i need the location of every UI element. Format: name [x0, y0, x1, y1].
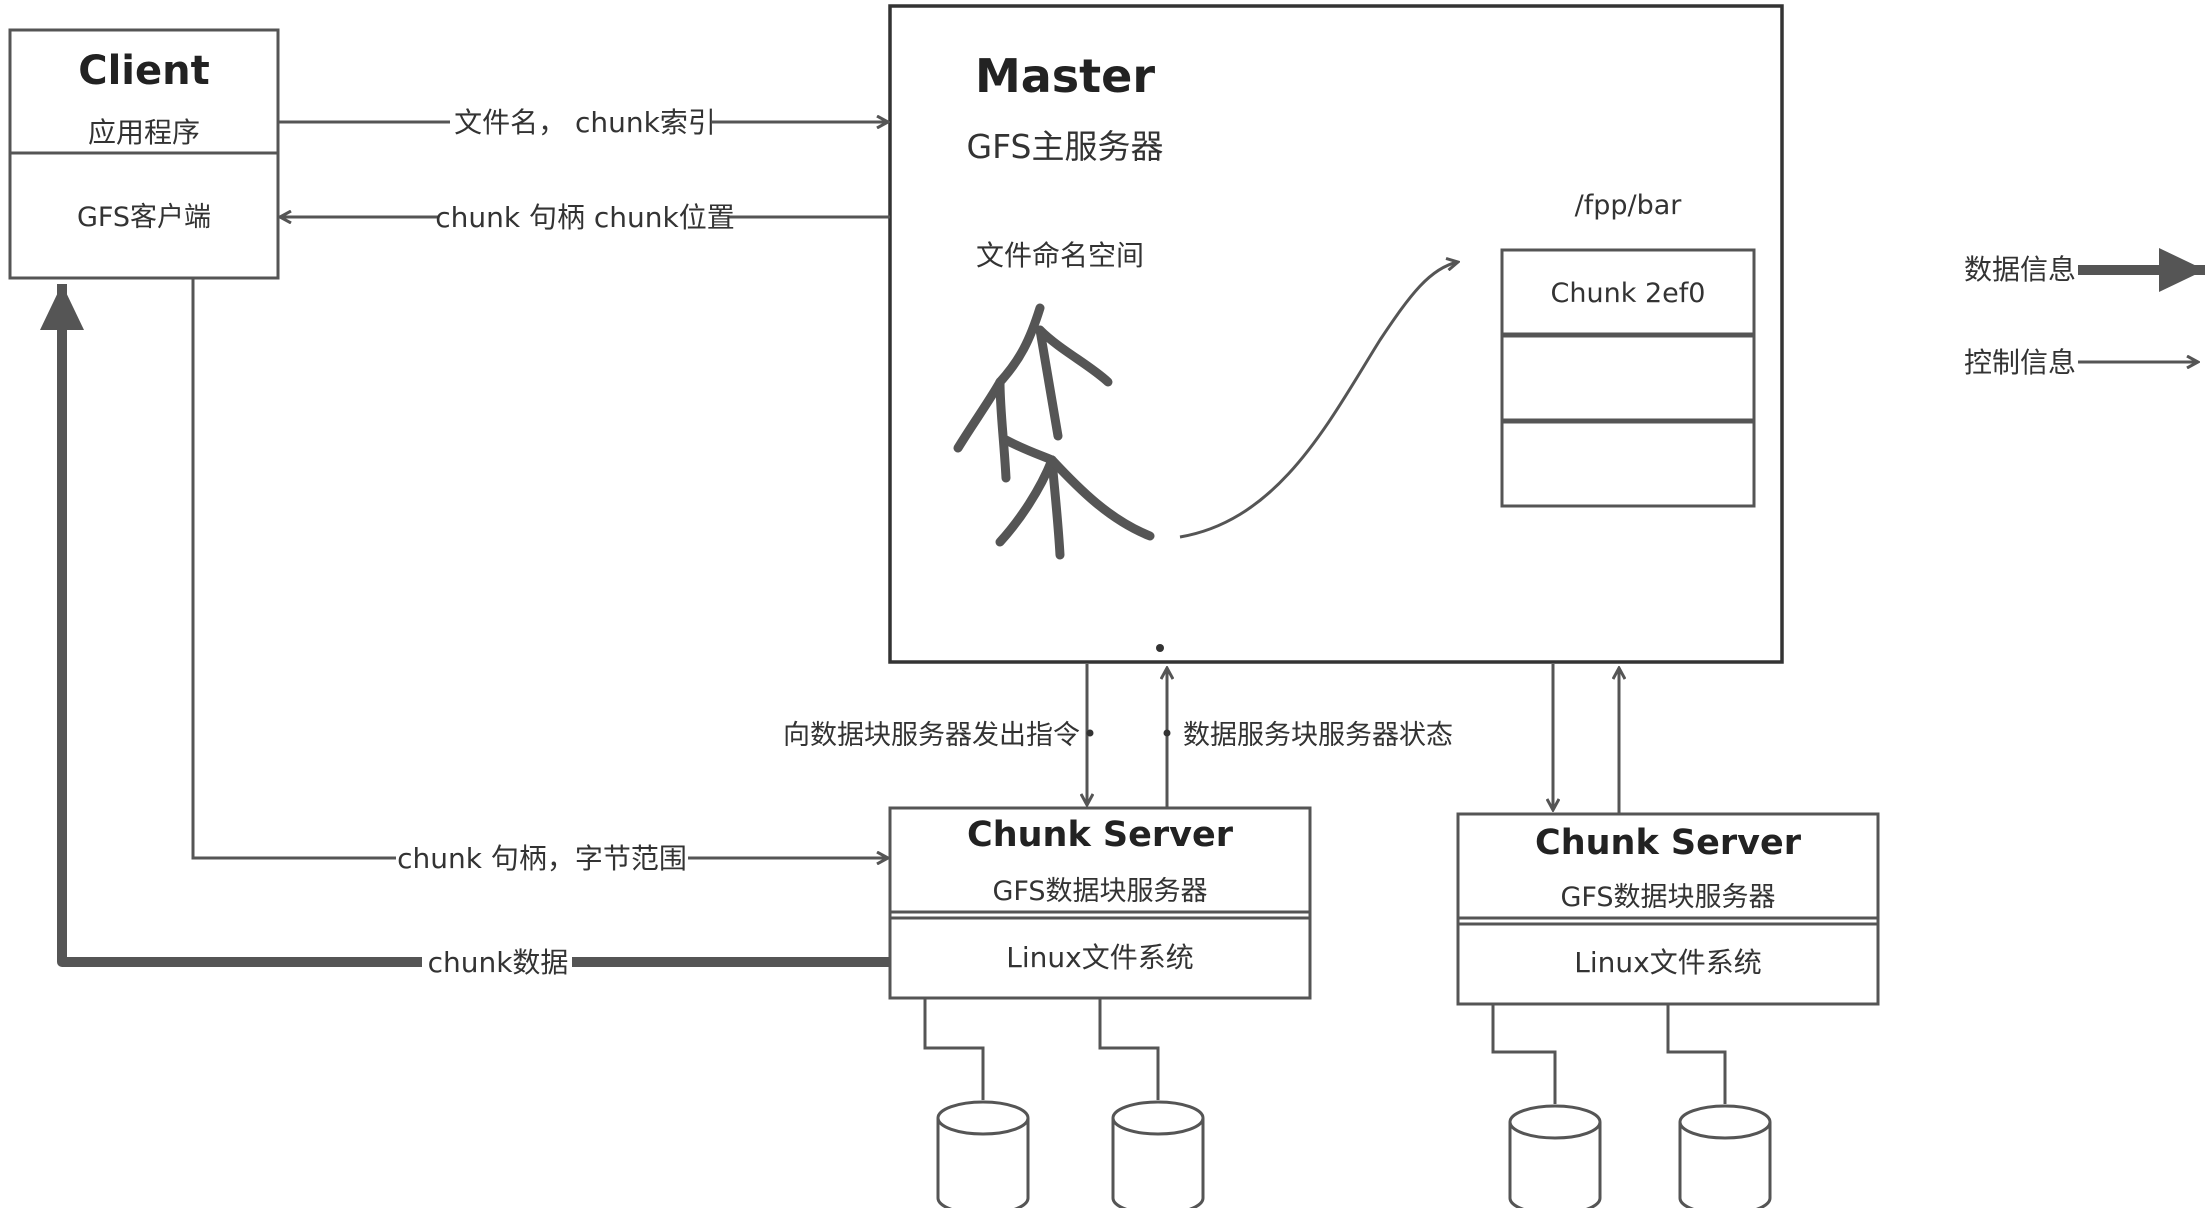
namespace-label: 文件命名空间 [976, 239, 1144, 272]
master-box: Master GFS主服务器 文件命名空间 /fpp/bar Chunk 2ef… [888, 4, 1784, 664]
gfs-client-label: GFS客户端 [77, 202, 211, 233]
chunk-server-subtitle: GFS数据块服务器 [992, 876, 1207, 907]
chunk-data-label: chunk数据 [428, 946, 569, 979]
byte-range-request-arrow: chunk 句柄，字节范围 [191, 278, 888, 880]
master-subtitle: GFS主服务器 [967, 127, 1164, 166]
disk-icon [1508, 1104, 1602, 1208]
chunk-server-2: Chunk Server GFS数据块服务器 Linux文件系统 [1456, 812, 1880, 1208]
disk-icon [1678, 1104, 1772, 1208]
byte-range-request-label: chunk 句柄，字节范围 [397, 842, 687, 875]
chunk-stack: Chunk 2ef0 [1500, 248, 1756, 508]
chunk-id-label: Chunk 2ef0 [1551, 278, 1706, 309]
disk-icon [1111, 1100, 1205, 1208]
legend: 数据信息 控制信息 [1964, 248, 2205, 379]
master-title: Master [975, 49, 1155, 103]
namespace-tree-icon [953, 303, 1155, 560]
chunk-server-title: Chunk Server [1535, 823, 1802, 863]
chunk-location-reply-arrow: chunk 句柄 chunk位置 [280, 196, 890, 240]
dot-marker [1156, 644, 1164, 652]
namespace-to-chunk-curve [1179, 262, 1458, 539]
disk-icon [936, 1100, 1030, 1208]
filename-request-label: 文件名， chunk索引 [454, 106, 716, 139]
chunk-location-reply-label: chunk 句柄 chunk位置 [435, 201, 735, 234]
legend-control-info-label: 控制信息 [1964, 346, 2076, 379]
send-instructions-label: 向数据块服务器发出指令 [783, 720, 1080, 751]
client-app-label: 应用程序 [88, 116, 200, 149]
linux-fs-label: Linux文件系统 [1006, 941, 1193, 974]
legend-data-info-label: 数据信息 [1964, 253, 2076, 286]
chunk-server-1: Chunk Server GFS数据块服务器 Linux文件系统 [888, 806, 1312, 1208]
client-title: Client [78, 48, 210, 94]
dot-marker [1163, 729, 1171, 737]
chunk-server-title: Chunk Server [967, 815, 1234, 855]
dot-marker [1086, 729, 1094, 737]
linux-fs-label: Linux文件系统 [1574, 946, 1761, 979]
chunk-data-arrow: chunk数据 [40, 284, 892, 984]
file-path-label: /fpp/bar [1575, 190, 1683, 221]
chunk-server-subtitle: GFS数据块服务器 [1560, 882, 1775, 913]
server-status-label: 数据服务块服务器状态 [1183, 720, 1453, 751]
client-box: Client 应用程序 GFS客户端 [8, 28, 280, 280]
filename-request-arrow: 文件名， chunk索引 [278, 100, 888, 144]
